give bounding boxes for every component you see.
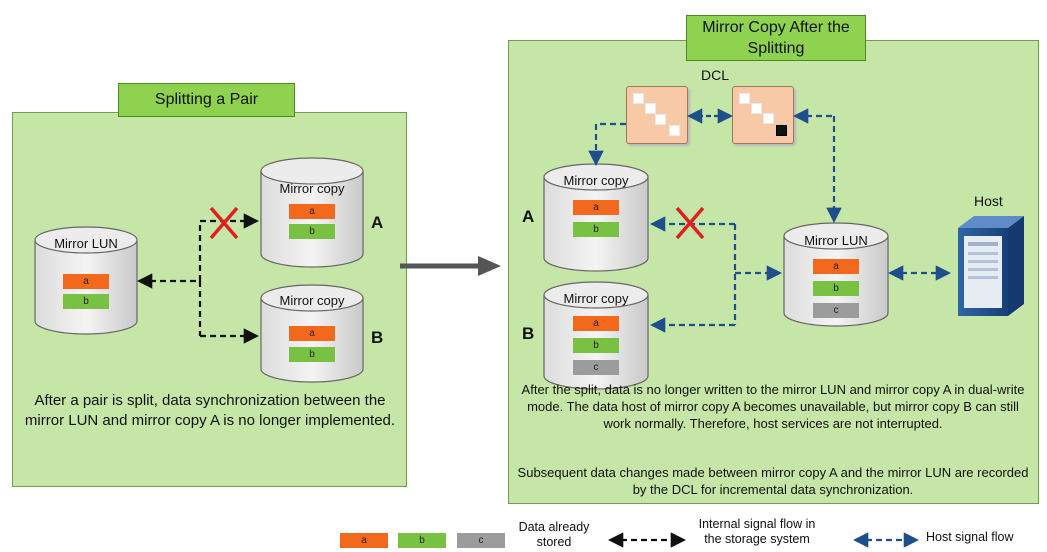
dcl-label: DCL <box>701 67 730 83</box>
left-panel-description: After a pair is split, data synchronizat… <box>24 392 396 429</box>
left-copy-b-label: Mirror copy <box>279 293 345 308</box>
right-copy-b-label: Mirror copy <box>563 291 629 306</box>
right-copy-b-block-b: b <box>573 338 619 353</box>
legend-block-a: a <box>340 533 388 548</box>
left-lun-block-a: a <box>63 274 109 289</box>
left-split-x-icon <box>209 206 239 240</box>
left-lun-block-b: b <box>63 294 109 309</box>
right-copy-a-letter: A <box>522 207 535 226</box>
right-copy-b-block-c: c <box>573 360 619 375</box>
left-internal-flow-arrows <box>136 213 260 344</box>
right-panel-description-2: Subsequent data changes made between mir… <box>517 465 1029 497</box>
right-panel-title: Mirror Copy After the Splitting <box>686 15 866 61</box>
legend-data-stored-label: Data already stored <box>518 520 590 549</box>
right-lun-block-a: a <box>813 259 859 274</box>
right-panel-description-1: After the split, data is no longer writt… <box>521 382 1025 431</box>
left-copy-b-block-b: b <box>289 347 335 362</box>
legend-internal-flow-arrow <box>607 532 687 548</box>
left-copy-a-block-b: b <box>289 224 335 239</box>
right-lun-block-b: b <box>813 281 859 296</box>
transition-arrow <box>400 256 501 276</box>
host-label: Host <box>974 193 1003 209</box>
left-copy-a-block-a: a <box>289 204 335 219</box>
legend-internal-flow-label: Internal signal flow in the storage syst… <box>698 517 816 546</box>
host-server-icon <box>958 216 1024 316</box>
left-copy-a-letter: A <box>371 213 384 232</box>
right-copy-a-block-b: b <box>573 222 619 237</box>
right-copy-a-block-a: a <box>573 200 619 215</box>
legend-host-flow-arrow <box>852 532 920 548</box>
legend-block-b: b <box>398 533 446 548</box>
left-copy-b-letter: B <box>371 328 384 347</box>
right-copy-a-label: Mirror copy <box>563 173 629 188</box>
right-lun-block-c: c <box>813 303 859 318</box>
legend-block-c: c <box>457 533 505 548</box>
left-copy-a-label: Mirror copy <box>279 181 345 196</box>
right-copy-b-block-a: a <box>573 316 619 331</box>
left-copy-b-block-a: a <box>289 326 335 341</box>
dcl-box-right <box>732 86 794 144</box>
right-mirror-lun-label: Mirror LUN <box>804 233 868 248</box>
left-mirror-lun-label: Mirror LUN <box>54 236 118 251</box>
right-split-x-icon <box>675 206 705 240</box>
right-copy-b-letter: B <box>522 324 535 343</box>
legend-host-flow-label: Host signal flow <box>926 530 1014 544</box>
left-panel-title: Splitting a Pair <box>118 83 295 117</box>
